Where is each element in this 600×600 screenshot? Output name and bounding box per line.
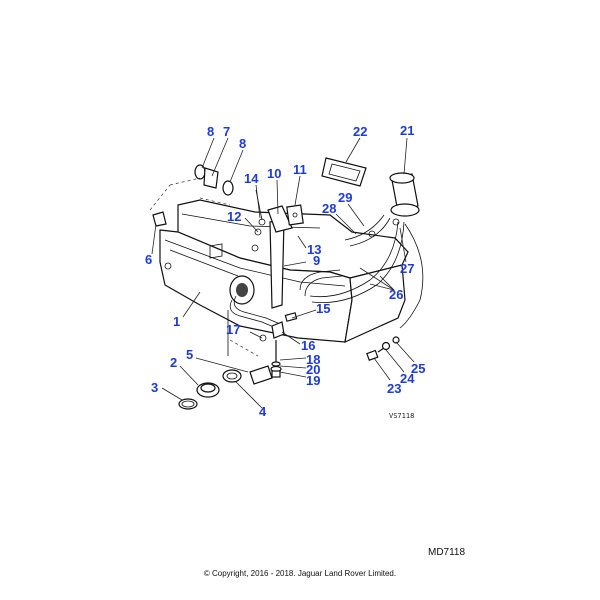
callout-23: 23 bbox=[387, 381, 401, 396]
callout-18: 18 bbox=[306, 352, 320, 367]
callout-24: 24 bbox=[400, 371, 415, 386]
insulation-pad bbox=[321, 157, 367, 187]
callout-22: 22 bbox=[353, 124, 367, 139]
view-code: VS7118 bbox=[389, 412, 414, 420]
callout-10: 10 bbox=[267, 166, 281, 181]
callout-16: 16 bbox=[301, 338, 315, 353]
callout-14: 14 bbox=[244, 171, 259, 186]
callout-13: 13 bbox=[307, 242, 321, 257]
reference-code: MD7118 bbox=[428, 547, 466, 558]
fuel-tank bbox=[159, 199, 409, 344]
callout-6: 6 bbox=[145, 252, 152, 267]
callout-5: 5 bbox=[186, 347, 193, 362]
callout-12: 12 bbox=[227, 209, 241, 224]
callout-17: 17 bbox=[226, 322, 240, 337]
callout-28: 28 bbox=[322, 201, 336, 216]
callout-8a: 8 bbox=[207, 124, 214, 139]
callout-26: 26 bbox=[389, 287, 403, 302]
filler-neck-assembly bbox=[299, 172, 424, 329]
fixings bbox=[270, 336, 400, 378]
callout-27: 27 bbox=[400, 261, 414, 276]
callout-2: 2 bbox=[170, 355, 177, 370]
tank-strap bbox=[267, 204, 304, 309]
callout-19: 19 bbox=[306, 373, 320, 388]
callout-20: 20 bbox=[306, 362, 320, 377]
callout-1: 1 bbox=[173, 314, 180, 329]
callout-8b: 8 bbox=[239, 136, 246, 151]
callout-11: 11 bbox=[293, 162, 307, 177]
filler-hose-parts bbox=[149, 164, 266, 236]
callout-4: 4 bbox=[259, 404, 267, 419]
callout-9: 9 bbox=[313, 253, 320, 268]
callout-labels: 1 2 3 4 5 6 7 8 8 9 10 11 12 13 14 15 16… bbox=[145, 123, 425, 419]
callout-25: 25 bbox=[411, 361, 425, 376]
copyright-notice: © Copyright, 2016 - 2018. Jaguar Land Ro… bbox=[203, 569, 397, 578]
callout-15: 15 bbox=[316, 301, 330, 316]
callout-3: 3 bbox=[151, 380, 158, 395]
callout-21: 21 bbox=[400, 123, 414, 138]
leader-lines bbox=[151, 137, 415, 409]
callout-29: 29 bbox=[338, 190, 352, 205]
callout-7: 7 bbox=[223, 124, 230, 139]
fuel-pipe bbox=[227, 295, 298, 357]
fuel-sender-parts bbox=[178, 365, 273, 410]
